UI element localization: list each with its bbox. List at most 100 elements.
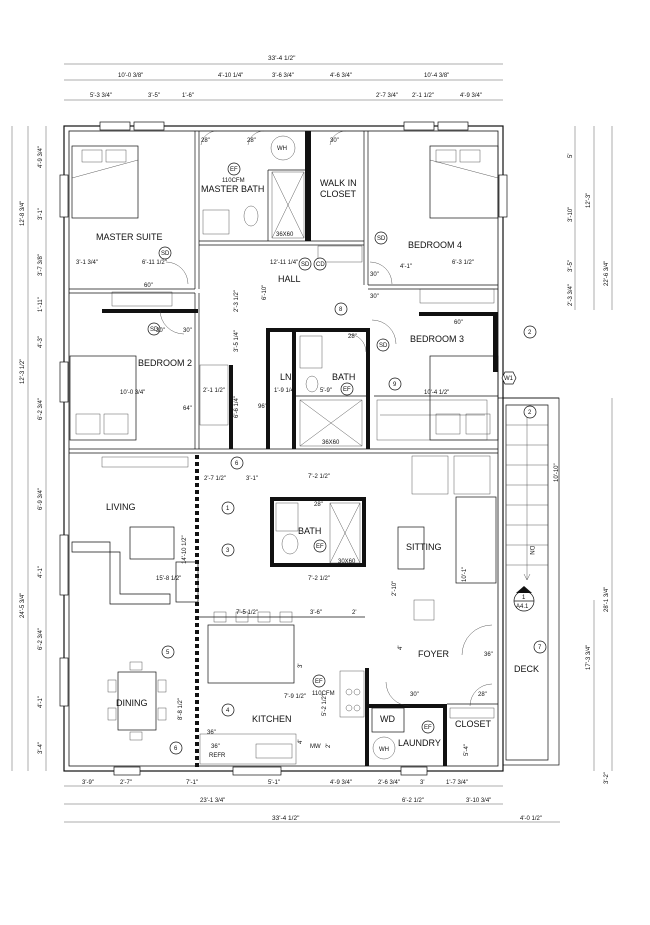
dim-kitchen-e: 7'-9 1/2" — [284, 694, 306, 700]
right-dimensions: 5' 3'-10" 3'-5" 2'-3 3/4" 12'-3" 22'-6 3… — [554, 154, 610, 784]
dim-kitchen-b: 3'-6" — [310, 610, 322, 616]
label-bedroom3: BEDROOM 3 — [410, 334, 464, 344]
dim-left-i11: 3'-4" — [38, 742, 44, 754]
dim-kitchen-d: 3' — [298, 664, 304, 668]
dim-left-i4: 1'-11" — [38, 297, 44, 312]
dim-bot-4: 5'-1" — [268, 780, 280, 786]
label-sd-br3: SD — [379, 343, 388, 349]
dim-living-b: 3'-1" — [246, 476, 258, 482]
dim-left-i1: 4'-9 3/4" — [38, 146, 44, 168]
sitting-furniture — [397, 455, 497, 621]
label-bath-upper: BATH — [332, 372, 355, 382]
dim-lnbath-a: 1'-9 1/4" — [274, 388, 296, 394]
dim-bot-deck: 4'-0 1/2" — [520, 816, 542, 822]
dim-br2-c: 3'-5 1/4" — [234, 330, 240, 352]
door-sizes: 28" 28" 30" 30" 60" 30" 28" 64" 96" 60" … — [144, 138, 493, 736]
label-wh-laundry: WH — [379, 747, 389, 753]
dim-right-seg1: 12'-3" — [586, 193, 592, 208]
label-sd-hall: SD — [301, 262, 310, 268]
label-dining: DINING — [116, 698, 148, 708]
dim-left-i7: 6'-9 3/4" — [38, 488, 44, 510]
label-sd-br4: SD — [377, 236, 386, 242]
door-size: 60" — [144, 283, 153, 289]
dim-right-deck-total: 28'-1 3/4" — [604, 587, 610, 612]
top-dimensions: 33'-4 1/2" 10'-0 3/8" 4'-10 1/4" 3'-6 3/… — [90, 55, 482, 99]
furniture — [69, 135, 499, 765]
dim-br2-a: 10'-0 3/4" — [120, 390, 145, 396]
dim-top-2: 4'-10 1/4" — [218, 73, 243, 79]
label-kitchen: KITCHEN — [252, 714, 292, 724]
door-size: 28" — [247, 138, 256, 144]
dim-br4-b: 6'-3 1/2" — [452, 260, 474, 266]
callout: 1 — [226, 506, 230, 512]
callout: 3 — [226, 548, 230, 554]
dim-bot-11: 3'-10 3/4" — [466, 798, 491, 804]
label-shower-mid: 30X60 — [338, 559, 356, 565]
dim-hall-a: 12'-11 1/4" — [270, 260, 298, 266]
dining-table — [107, 661, 167, 741]
bottom-dimensions: 3'-9" 2'-7" 7'-1" 5'-1" 4'-9 3/4" 2'-6 3… — [82, 780, 542, 822]
label-deck: DECK — [514, 664, 539, 674]
label-bath-mid: BATH — [298, 526, 321, 536]
dim-left-i10: 4'-1" — [38, 696, 44, 708]
dim-top-9: 2'-7 3/4" — [376, 93, 398, 99]
fixture-labels: 36X60 36X60 30X60 WH WH WD EF EF EF EF E… — [147, 146, 517, 753]
label-walk-in-1: WALK IN — [320, 178, 357, 188]
dim-right-i4: 2'-3 3/4" — [568, 284, 574, 306]
label-sd-master: SD — [161, 251, 170, 257]
door-size: 36" — [207, 730, 216, 736]
door-size: 30" — [370, 294, 379, 300]
callout: 6 — [235, 461, 239, 467]
dim-left-i8: 4'-1" — [38, 566, 44, 578]
dim-living-a: 2'-7 1/2" — [204, 476, 226, 482]
dim-bot-overall: 33'-4 1/2" — [272, 815, 300, 822]
door-size: 30" — [370, 272, 379, 278]
callout: 4 — [226, 708, 230, 714]
dim-right-bottom: 3'-2" — [604, 772, 610, 784]
dim-hall-b: 6'-10" — [262, 285, 268, 300]
dim-left-i5: 4'-3" — [38, 336, 44, 348]
label-ef-mid: EF — [316, 544, 324, 550]
dim-ms-b: 6'-11 1/2" — [142, 260, 167, 266]
label-wd: WD — [380, 714, 395, 724]
door-size: 30" — [156, 328, 165, 334]
interior-dimensions: 3'-1 3/4" 6'-11 1/2" 12'-11 1/4" 6'-10" … — [76, 260, 474, 756]
door-size: 28" — [201, 138, 210, 144]
label-refr-size: 36" — [211, 744, 220, 750]
dim-mw-a: 2' — [326, 744, 332, 748]
left-dimensions: 12'-8 3/4" 12'-3 1/2" 24'-5 3/4" 4'-9 3/… — [20, 146, 44, 754]
dim-right-i2: 3'-10" — [568, 207, 574, 222]
dim-bot-2: 2'-7" — [120, 780, 132, 786]
dim-right-total: 22'-6 3/4" — [604, 261, 610, 286]
door-size: 30" — [410, 692, 419, 698]
dim-foyer-a: 4' — [398, 646, 404, 650]
label-master-bath: MASTER BATH — [201, 184, 264, 194]
label-ef-master: EF — [230, 167, 238, 173]
interior-walls — [69, 131, 498, 770]
section-number: 1 — [522, 595, 526, 601]
dim-top-1: 10'-0 3/8" — [118, 73, 143, 79]
dim-top-11: 4'-9 3/4" — [460, 93, 482, 99]
living-furniture — [71, 456, 199, 605]
callout: 8 — [339, 307, 343, 313]
label-ef-upper: EF — [343, 387, 351, 393]
dim-bot-3: 7'-1" — [186, 780, 198, 786]
stair — [376, 399, 549, 761]
label-walk-in-2: CLOSET — [320, 189, 357, 199]
label-dn: DN — [528, 546, 534, 555]
dim-left-seg1: 12'-8 3/4" — [20, 201, 26, 226]
dim-br2-b: 2'-3 1/2" — [234, 290, 240, 312]
label-kitchen-fan: 110CFM — [312, 691, 335, 697]
dim-left-i3: 3'-7 3/8" — [38, 254, 44, 276]
label-ef-kitchen: EF — [315, 679, 323, 685]
dim-kitchen-c: 2' — [352, 610, 356, 616]
dim-top-5: 10'-4 3/8" — [424, 73, 449, 79]
dim-right-i3: 3'-5" — [568, 260, 574, 272]
dim-top-10: 2'-1 1/2" — [412, 93, 434, 99]
dim-kitchen-f: 5'-2 1/2" — [322, 694, 328, 716]
label-shower-master: 36X60 — [276, 232, 294, 238]
callout: 5 — [166, 650, 170, 656]
label-hall: HALL — [278, 274, 301, 284]
label-mw: MW — [310, 744, 321, 750]
